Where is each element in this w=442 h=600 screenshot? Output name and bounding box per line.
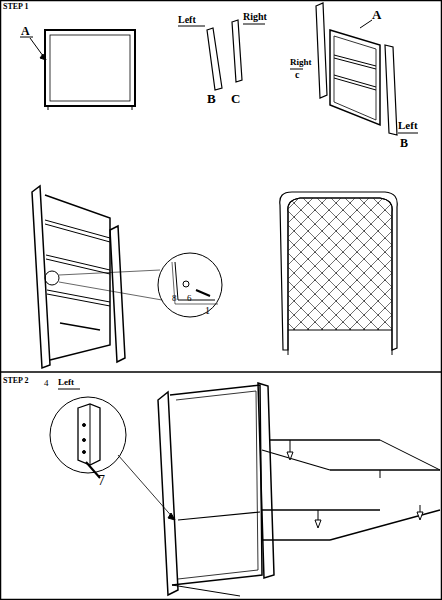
- callout-label: 1: [205, 306, 210, 316]
- callout-label: Left: [58, 378, 74, 387]
- callout-label: Right: [243, 12, 267, 22]
- callout-label: STEP 1: [3, 3, 29, 11]
- callout-label: 4: [44, 379, 49, 388]
- callout-label: STEP 2: [3, 377, 29, 385]
- callout-label: Right: [290, 58, 312, 67]
- callout-label: Left: [398, 120, 418, 131]
- callout-label: B: [400, 137, 408, 149]
- callout-label: 7: [98, 474, 105, 488]
- callout-label: Left: [178, 15, 196, 25]
- callout-label: C: [231, 92, 240, 105]
- callout-label: A: [21, 25, 30, 37]
- callout-label: c: [295, 70, 299, 80]
- callout-label: B: [207, 92, 216, 105]
- callout-label: 6: [187, 294, 192, 303]
- callout-label: A: [372, 8, 381, 21]
- callout-label: 8: [172, 294, 177, 303]
